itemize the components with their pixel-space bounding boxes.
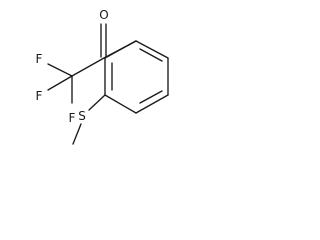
ring-s-bond [88, 94, 106, 111]
sulfur-atom-label: S [78, 109, 86, 123]
ring-inner-bond-1 [139, 48, 163, 62]
c-cf3-bond [71, 57, 105, 77]
ring-bond-6 [104, 40, 137, 59]
fluorine-atom-label-upper: F [36, 52, 43, 66]
ring-inner-bond-2 [139, 90, 163, 104]
fluorine-atom-label-lower: F [36, 89, 43, 103]
ring-bond-3 [135, 94, 169, 114]
cf-bond-upper [47, 63, 73, 77]
fluorine-atom-label-bottom: F [69, 111, 76, 125]
chemical-structure: O F F F S [0, 0, 185, 173]
cf-bond-lower [47, 75, 73, 91]
structure-drawing: O F F F S [36, 8, 169, 145]
ring-bond-4 [104, 94, 137, 114]
ring-bond-1 [135, 40, 169, 59]
oxygen-atom-label: O [99, 8, 108, 22]
s-methyl-bond [72, 123, 82, 145]
